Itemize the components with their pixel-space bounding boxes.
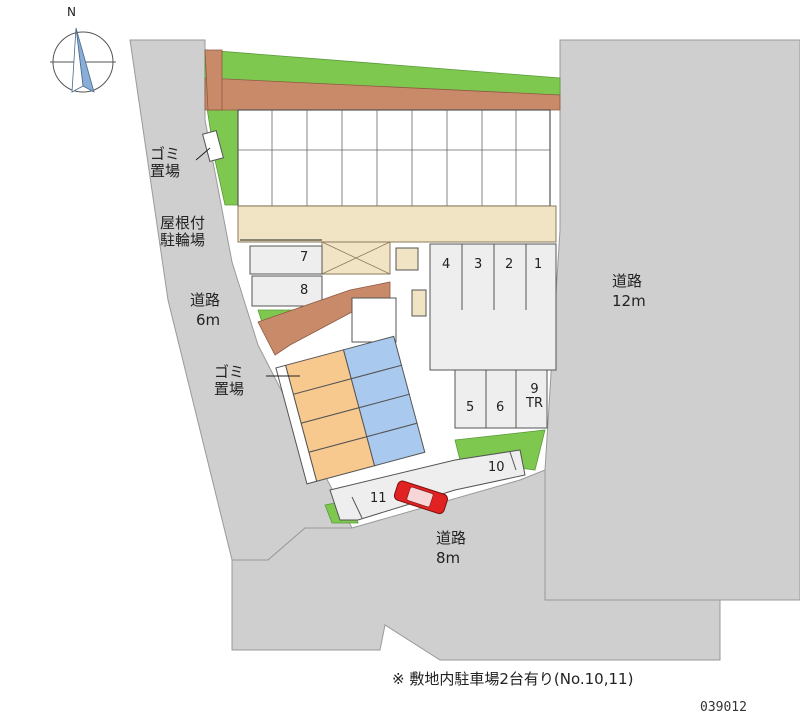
compass-icon [50,27,116,93]
building-north-units [238,110,550,206]
parking-slot-7: 7 [300,250,309,265]
garbage-box-north [202,130,224,162]
parking-slot-2: 2 [505,257,514,272]
parking-slot-5: 5 [466,400,475,415]
parking-8-box [251,275,323,307]
parking-slot-9: 9 TR [526,382,543,412]
utility-box [395,247,419,271]
bicycle-parking-hatch [321,241,391,275]
property-code: 039012 [700,700,747,715]
road-east [544,39,800,661]
parking-slot-1: 1 [534,257,543,272]
car [393,480,448,515]
parking-11-line [351,496,363,519]
parking-slot-11: 11 [370,491,387,506]
road-south [231,469,721,661]
garbage-area-south-label: ゴミ 置場 [214,363,245,398]
hedge-west [204,49,223,111]
road-west-width: 6m [196,311,221,329]
parking-slot-6: 6 [496,400,505,415]
parking-1-4-area [429,243,557,371]
parking-slot-8: 8 [300,283,309,298]
parking-note: ※ 敷地内駐車場2台有り(No.10,11) [392,670,634,688]
front-paved-area [329,449,526,521]
leader-lines [195,147,322,377]
parking-5-6-9-lines [485,370,517,428]
road-east-width: 12m [612,292,646,310]
parking-slot-10: 10 [488,460,505,475]
stair-block [351,297,397,343]
parking-5-6-9-area [454,369,548,429]
hedge-north [204,77,561,111]
building-north [237,109,551,207]
corridor-north [237,205,557,243]
bicycle-parking-label: 屋根付 駐輪場 [160,214,206,249]
meter-box [411,289,427,317]
road-west-name: 道路 [190,291,221,309]
garbage-area-north-label: ゴミ 置場 [150,145,181,180]
compass-north-label: N [67,5,76,19]
parking-10-line [509,451,517,471]
road-south-width: 8m [436,549,461,567]
building-south [275,335,426,485]
road-south-name: 道路 [436,529,467,547]
road-east-name: 道路 [612,272,643,290]
parking-1-4-lines [461,244,527,310]
parking-slot-4: 4 [442,257,451,272]
parking-slot-3: 3 [474,257,483,272]
parking-7-box [249,245,323,275]
